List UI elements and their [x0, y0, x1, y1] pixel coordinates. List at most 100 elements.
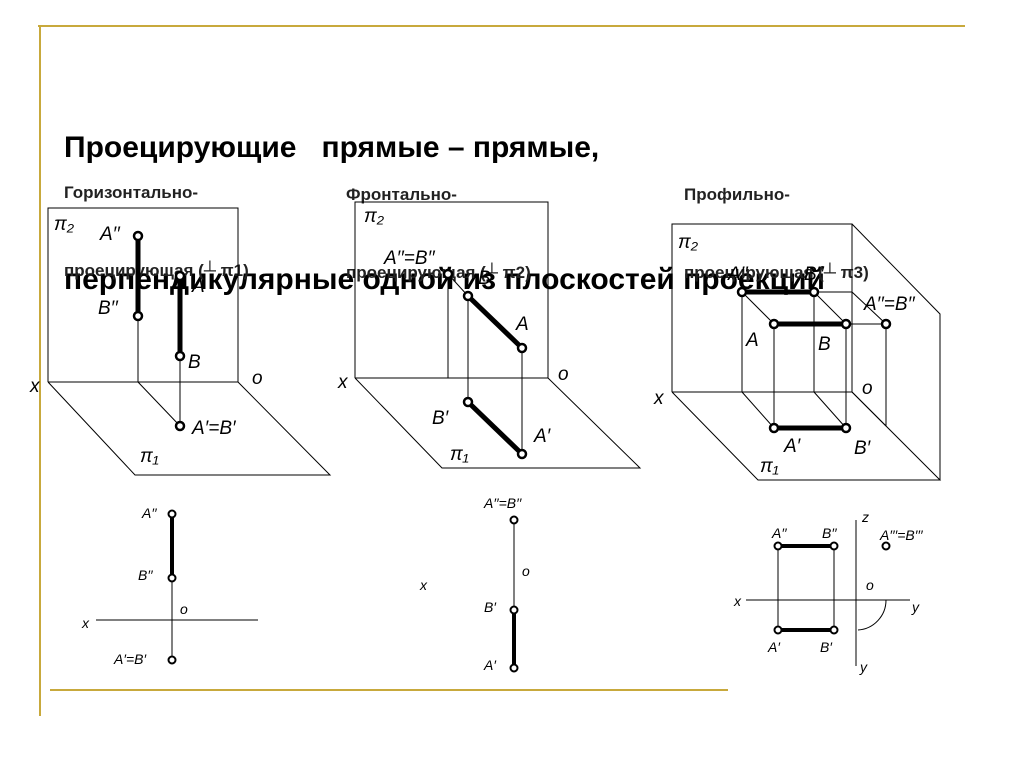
label-x: x [29, 376, 41, 397]
diagram-frontal-epure: A′′=B′′ o x B′ A′ [419, 495, 530, 673]
point-B1 [509, 605, 519, 615]
diagram-horizontal-epure: A′′ B′′ o x A′=B′ [81, 505, 258, 667]
point-B1 [829, 625, 839, 635]
point-B [174, 350, 186, 362]
label-A2: A′′ [727, 264, 749, 285]
axis-transfer-arc [857, 599, 887, 631]
plane-pi1-outline [671, 391, 942, 481]
point-B [840, 318, 852, 330]
projection-link-line [851, 291, 887, 325]
label-A2: A′′ [141, 505, 158, 521]
slide-title-line1: Проецирующие прямые – прямые, [64, 131, 600, 164]
point-A [174, 270, 186, 282]
label-pi1: π₁ [760, 456, 779, 477]
point-B1 [840, 422, 852, 434]
label-x: x [733, 593, 742, 609]
point-B1 [462, 396, 474, 408]
column-heading-line1: Профильно- [684, 185, 790, 204]
label-A1B1: A′=B′ [113, 651, 147, 667]
point-A2 [132, 230, 144, 242]
column-heading-horizontal: Горизонтально- проецирующая (┴ π1) [64, 128, 249, 336]
label-A1B1: A′=B′ [191, 418, 237, 439]
diagram-profile-3d: π₂ A′′ B′′ A′′=B′′ A B o x A′ B′ π₁ [653, 223, 942, 481]
label-A: A [191, 276, 205, 297]
segment-A1B1 [465, 399, 525, 457]
column-heading-line2: проецирующая (┴ π1) [64, 261, 249, 280]
point-B2 [167, 573, 177, 583]
plane-pi1-outline [47, 381, 332, 476]
point-A1 [768, 422, 780, 434]
label-pi2: π₂ [54, 214, 75, 235]
label-A: A [745, 330, 759, 351]
column-heading-frontal: Фронтально- проецирующая (┴ π2) [346, 130, 531, 338]
label-x: x [419, 577, 428, 593]
column-heading-line2: проецирующая (┴ π2) [346, 263, 531, 282]
column-heading-line1: Горизонтально- [64, 183, 199, 202]
point-A3B3 [880, 318, 892, 330]
label-pi2: π₂ [678, 232, 699, 253]
label-o: o [866, 577, 874, 593]
point-A3B3 [881, 541, 891, 551]
label-x: x [337, 372, 349, 393]
point-A2B2 [509, 515, 519, 525]
point-B2 [808, 286, 820, 298]
slide-title: Проецирующие прямые – прямые, перпендику… [64, 38, 984, 390]
projection-link-line [813, 391, 847, 429]
label-B1: B′ [432, 408, 450, 429]
label-y-horizontal: y [911, 599, 920, 615]
label-o: o [522, 563, 530, 579]
label-x: x [653, 388, 665, 409]
plane-pi3-outline [851, 223, 941, 480]
point-A2B2 [442, 268, 454, 280]
point-B2 [132, 310, 144, 322]
label-A1: A′ [533, 426, 552, 447]
point-A [516, 342, 528, 354]
label-B2: B′′ [822, 525, 838, 541]
label-pi1: π₁ [140, 446, 159, 467]
label-x: x [81, 615, 90, 631]
diagram-profile-epure: A′′ B′′ z A′′′=B′′′ o x y A′ B′ y [733, 509, 924, 675]
point-B [462, 290, 474, 302]
column-heading-profile: Профильно- проецирующая (┴ π3) [684, 130, 869, 338]
point-A2 [773, 541, 783, 551]
label-A1: A′ [767, 639, 781, 655]
point-A1 [516, 448, 528, 460]
label-A2B2: A′′=B′′ [383, 248, 436, 269]
point-A1B1 [167, 655, 177, 665]
label-A1: A′ [483, 657, 497, 673]
projection-link-line [137, 381, 181, 427]
label-o: o [558, 364, 569, 385]
point-A2 [167, 509, 177, 519]
label-o: o [252, 368, 263, 389]
point-A1 [773, 625, 783, 635]
label-A3B3: A′′=B′′ [863, 294, 916, 315]
diagram-frontal-3d: π₂ A′′=B′′ B A x o B′ A′ π₁ [337, 201, 642, 469]
label-B2: B′′ [138, 567, 154, 583]
plane-pi2-outline [47, 207, 239, 382]
label-y-vertical: y [859, 659, 868, 675]
segment-AB [465, 293, 525, 351]
label-A: A [515, 314, 529, 335]
point-A1B1 [174, 420, 186, 432]
label-o: o [862, 378, 873, 399]
label-pi2: π₂ [364, 206, 385, 227]
plane-pi2-outline [671, 223, 853, 392]
label-B1: B′ [854, 438, 872, 459]
label-z: z [861, 509, 869, 525]
point-A1 [509, 663, 519, 673]
point-A2 [736, 286, 748, 298]
label-A2: A′′ [771, 525, 788, 541]
label-B: B [818, 334, 831, 355]
point-A [768, 318, 780, 330]
label-B: B [188, 352, 201, 373]
point-B2 [829, 541, 839, 551]
label-B2: B′′ [98, 298, 119, 319]
label-o: o [180, 601, 188, 617]
label-B2: B′′ [804, 264, 825, 285]
label-B1: B′ [484, 599, 497, 615]
label-A3B3: A′′′=B′′′ [879, 527, 924, 543]
label-B1: B′ [820, 639, 833, 655]
label-A2: A′′ [99, 224, 121, 245]
